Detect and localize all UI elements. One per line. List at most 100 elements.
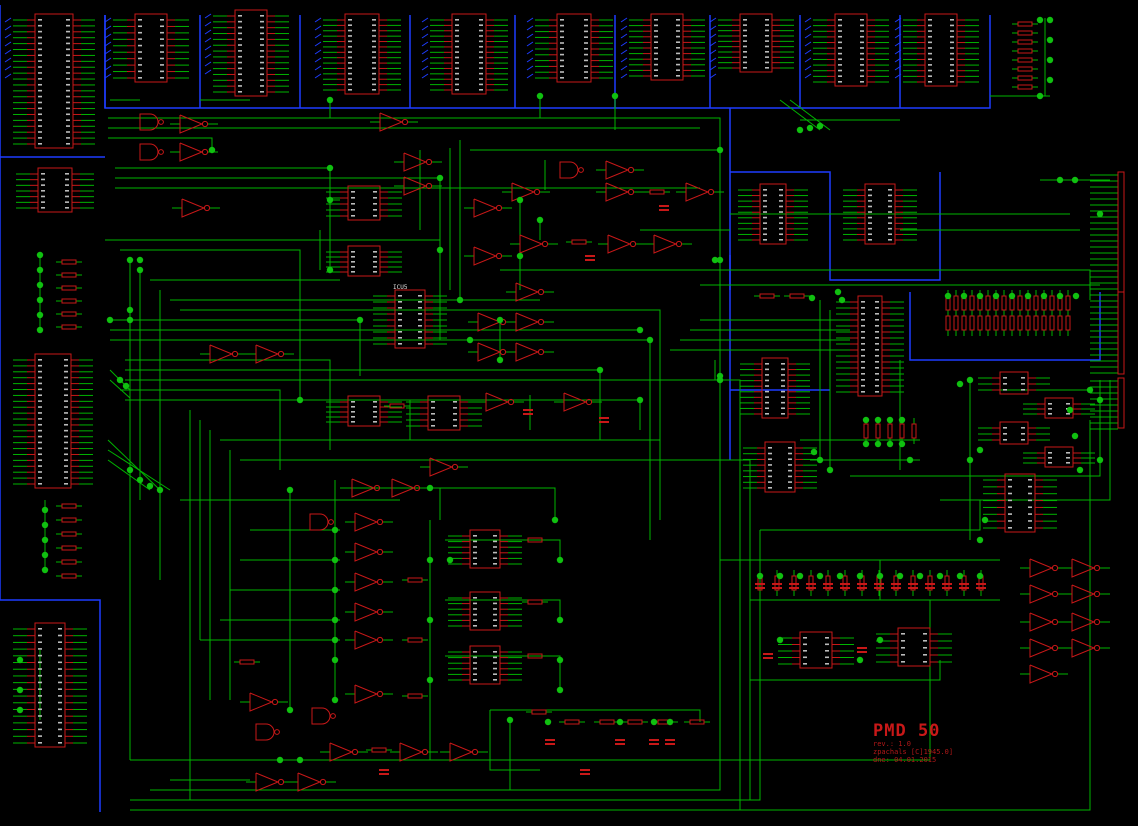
wire-route <box>107 439 161 491</box>
junction-dot <box>326 196 334 204</box>
junction-dot <box>551 516 559 524</box>
junction-dot <box>36 296 44 304</box>
pin-label <box>373 191 377 193</box>
pin-label <box>41 173 45 175</box>
mid-ic-chip <box>347 245 381 277</box>
pin-label <box>38 701 42 704</box>
pin-label <box>1028 485 1032 488</box>
pin-label <box>928 69 932 72</box>
top-ic-chip <box>234 9 268 97</box>
pin-label <box>584 71 588 73</box>
wire-route <box>779 99 821 131</box>
pin-label <box>260 32 264 35</box>
resistor <box>1001 315 1007 331</box>
pin-label <box>803 643 807 646</box>
resistor <box>1017 57 1033 63</box>
pin-label <box>260 67 264 70</box>
junction-dot <box>796 572 804 580</box>
bus-entry <box>204 29 212 35</box>
inverter-bubble <box>1093 590 1101 598</box>
bus-entry <box>104 41 112 47</box>
resistor <box>1033 315 1039 331</box>
pin-label <box>58 674 62 677</box>
pin-label <box>38 24 42 27</box>
pin-label <box>41 201 45 203</box>
pin-label <box>38 742 42 744</box>
inverter-bubble <box>495 204 503 212</box>
pin-label <box>803 656 807 659</box>
pin-label <box>584 19 588 21</box>
pin-label <box>260 15 264 17</box>
pin-label <box>398 295 402 297</box>
pin-label <box>676 30 680 32</box>
pin-label <box>66 137 70 139</box>
pin-label <box>1048 462 1052 464</box>
resistor <box>759 293 775 299</box>
pin-label <box>64 364 68 367</box>
wire-route <box>180 309 661 460</box>
resistor <box>599 719 615 725</box>
pin-label <box>455 67 459 70</box>
pin-label <box>260 85 264 87</box>
resistor <box>61 311 77 317</box>
pin-label <box>455 56 459 59</box>
pin-label <box>38 113 42 116</box>
resistor <box>1017 48 1033 54</box>
pin-label <box>260 26 264 29</box>
pin-label <box>788 452 792 455</box>
junction-dot <box>816 456 824 464</box>
pin-label <box>58 721 62 724</box>
inverter-bubble <box>376 578 384 586</box>
wire-route <box>420 487 441 520</box>
pin-label <box>138 70 142 73</box>
pin-label <box>788 464 792 466</box>
pin-label <box>238 44 242 46</box>
pin-label <box>41 195 45 198</box>
pin-label <box>238 32 242 35</box>
pin-label <box>66 24 70 27</box>
pin-label <box>58 688 62 690</box>
pin-label <box>138 44 142 47</box>
pin-label <box>493 540 497 543</box>
pin-label <box>493 662 497 664</box>
pin-label <box>455 51 459 53</box>
resistor <box>1049 315 1055 331</box>
pin-label <box>1008 513 1012 515</box>
resistor <box>61 517 77 523</box>
logic-gate <box>607 234 632 254</box>
pin-label <box>38 429 42 432</box>
pin-label <box>473 540 477 543</box>
pin-label <box>58 742 62 744</box>
pin-label <box>64 382 68 385</box>
inverter-bubble <box>376 636 384 644</box>
junction-dot <box>1086 386 1094 394</box>
connector-header <box>1117 377 1125 429</box>
pin-label <box>238 55 242 58</box>
nand-gate <box>139 143 159 161</box>
inverter-bubble <box>376 548 384 556</box>
bus-entry <box>894 33 902 39</box>
bus-entry <box>204 13 212 19</box>
pin-label <box>676 69 680 71</box>
junction-dot <box>976 292 984 300</box>
chip-designator-label: ICU5 <box>393 284 408 291</box>
left-ic-chip <box>34 622 66 748</box>
junction-dot <box>810 448 818 456</box>
pin-label <box>838 19 842 21</box>
bus-entry <box>709 49 717 55</box>
pin-label <box>584 24 588 27</box>
pin-label <box>781 413 785 415</box>
pin-label <box>765 24 769 26</box>
pin-label <box>473 551 477 554</box>
pin-label <box>768 447 772 449</box>
pin-label <box>38 715 42 717</box>
title-block: PMD 50 rev.: 1.0 zpachals [C]1945.0] dne… <box>873 722 953 764</box>
logic-gate <box>1029 612 1054 632</box>
pin-label <box>654 63 658 66</box>
resistor <box>911 423 917 439</box>
pin-label <box>868 222 872 224</box>
date-text: dne: 04.01.2015 <box>873 756 937 764</box>
pin-label <box>38 477 42 479</box>
resistor <box>1017 84 1033 90</box>
pin-label <box>875 361 879 363</box>
